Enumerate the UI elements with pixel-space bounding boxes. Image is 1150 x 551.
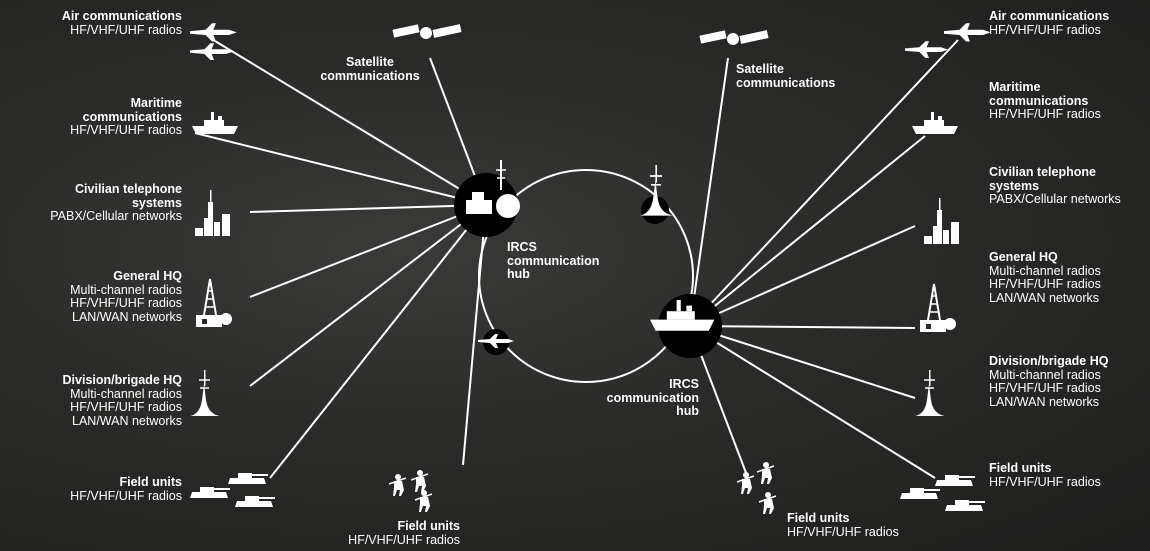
right-division-hq-label: Division/brigade HQ Multi-channel radios…	[989, 354, 1109, 409]
right-field-units-bottom-label: Field units HF/VHF/UHF radios	[787, 511, 899, 539]
soldiers-icon-left	[388, 473, 407, 497]
left-field-units-bottom-label: Field units HF/VHF/UHF radios	[348, 519, 460, 547]
air-icon-left	[190, 23, 237, 42]
hq-icon-right	[919, 283, 957, 333]
right-maritime-label: Maritime communications HF/VHF/UHF radio…	[989, 80, 1101, 121]
satellite-icon-left	[392, 24, 462, 39]
left-general-hq-label: General HQ Multi-channel radios HF/VHF/U…	[70, 269, 182, 324]
hq-icon-left	[195, 278, 233, 328]
air-icon-right	[944, 23, 991, 42]
city-icon-left	[195, 190, 230, 236]
left-hub-label: IRCS communication hub	[507, 240, 600, 281]
right-general-hq-label: General HQ Multi-channel radios HF/VHF/U…	[989, 250, 1101, 305]
tower-icon-left	[189, 369, 221, 417]
tank-icon-left	[228, 473, 268, 484]
satellite-icon-right	[699, 30, 769, 45]
left-air-label: Air communications HF/VHF/UHF radios	[61, 9, 182, 37]
left-civilian-label: Civilian telephone systems PABX/Cellular…	[50, 182, 182, 223]
soldiers-icon-right	[736, 471, 755, 495]
left-field-units-label: Field units HF/VHF/UHF radios	[70, 475, 182, 503]
ship-icon-left	[192, 112, 238, 134]
right-hub-label: IRCS communication hub	[606, 377, 699, 418]
left-satellite-label: Satellite communications	[320, 55, 420, 83]
city-icon-right	[924, 198, 959, 244]
right-satellite-label: Satellite communications	[736, 62, 836, 90]
right-field-units-label: Field units HF/VHF/UHF radios	[989, 461, 1101, 489]
right-civilian-label: Civilian telephone systems PABX/Cellular…	[989, 165, 1121, 206]
left-maritime-label: Maritime communications HF/VHF/UHF radio…	[70, 96, 182, 137]
tank-icon-right	[935, 475, 975, 486]
left-hub-vehicle-icon	[466, 192, 520, 218]
ship-icon-right	[912, 112, 958, 134]
left-division-hq-label: Division/brigade HQ Multi-channel radios…	[62, 373, 182, 428]
right-air-label: Air communications HF/VHF/UHF radios	[989, 9, 1110, 37]
tower-icon-right	[914, 369, 946, 417]
